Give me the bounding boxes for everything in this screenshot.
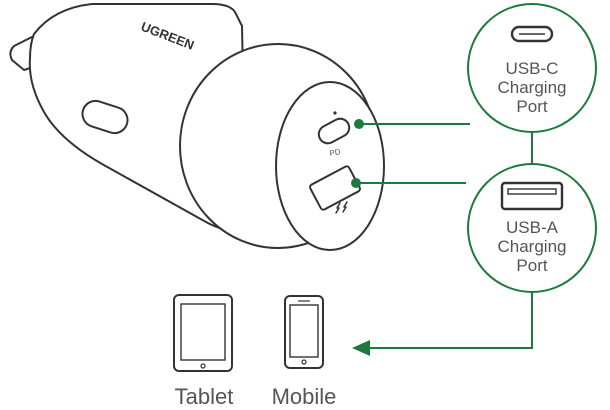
- usb-c-connector-icon: [510, 25, 554, 43]
- pd-label: PD: [329, 147, 342, 158]
- usb-a-label-line1: USB-A: [506, 218, 559, 237]
- usb-a-label-line2: Charging: [498, 237, 567, 256]
- usb-c-label-line1: USB-C: [506, 59, 559, 78]
- side-slot: [81, 99, 129, 135]
- usb-c-callout: USB-C Charging Port: [467, 3, 597, 133]
- usb-c-port-icon: [317, 117, 351, 145]
- usb-a-port-marker: [351, 178, 361, 188]
- mobile-label: Mobile: [272, 384, 337, 409]
- usb-a-callout-circle: [467, 163, 597, 293]
- tablet-icon: [173, 294, 233, 372]
- usb-a-port-icon: [309, 165, 361, 211]
- charger-face: [275, 81, 385, 251]
- usb-a-connector-tongue: [507, 188, 557, 195]
- lightning-icon: [335, 201, 348, 214]
- callout-connectors: [356, 123, 533, 349]
- car-charger: [9, 3, 385, 251]
- usb-c-label-line3: Port: [516, 97, 547, 116]
- indicator-dot: [333, 111, 337, 115]
- usb-c-label-line2: Charging: [498, 78, 567, 97]
- usb-a-callout: USB-A Charging Port: [467, 163, 597, 293]
- device-arrowhead: [352, 340, 370, 356]
- tablet-label: Tablet: [175, 384, 234, 409]
- usb-a-label-line3: Port: [516, 256, 547, 275]
- usb-c-callout-circle: [467, 3, 597, 133]
- usb-c-port-marker: [354, 119, 364, 129]
- device-arrow-line: [368, 290, 533, 349]
- mobile-phone-icon: [284, 295, 324, 369]
- usb-a-connector-icon: [500, 181, 564, 211]
